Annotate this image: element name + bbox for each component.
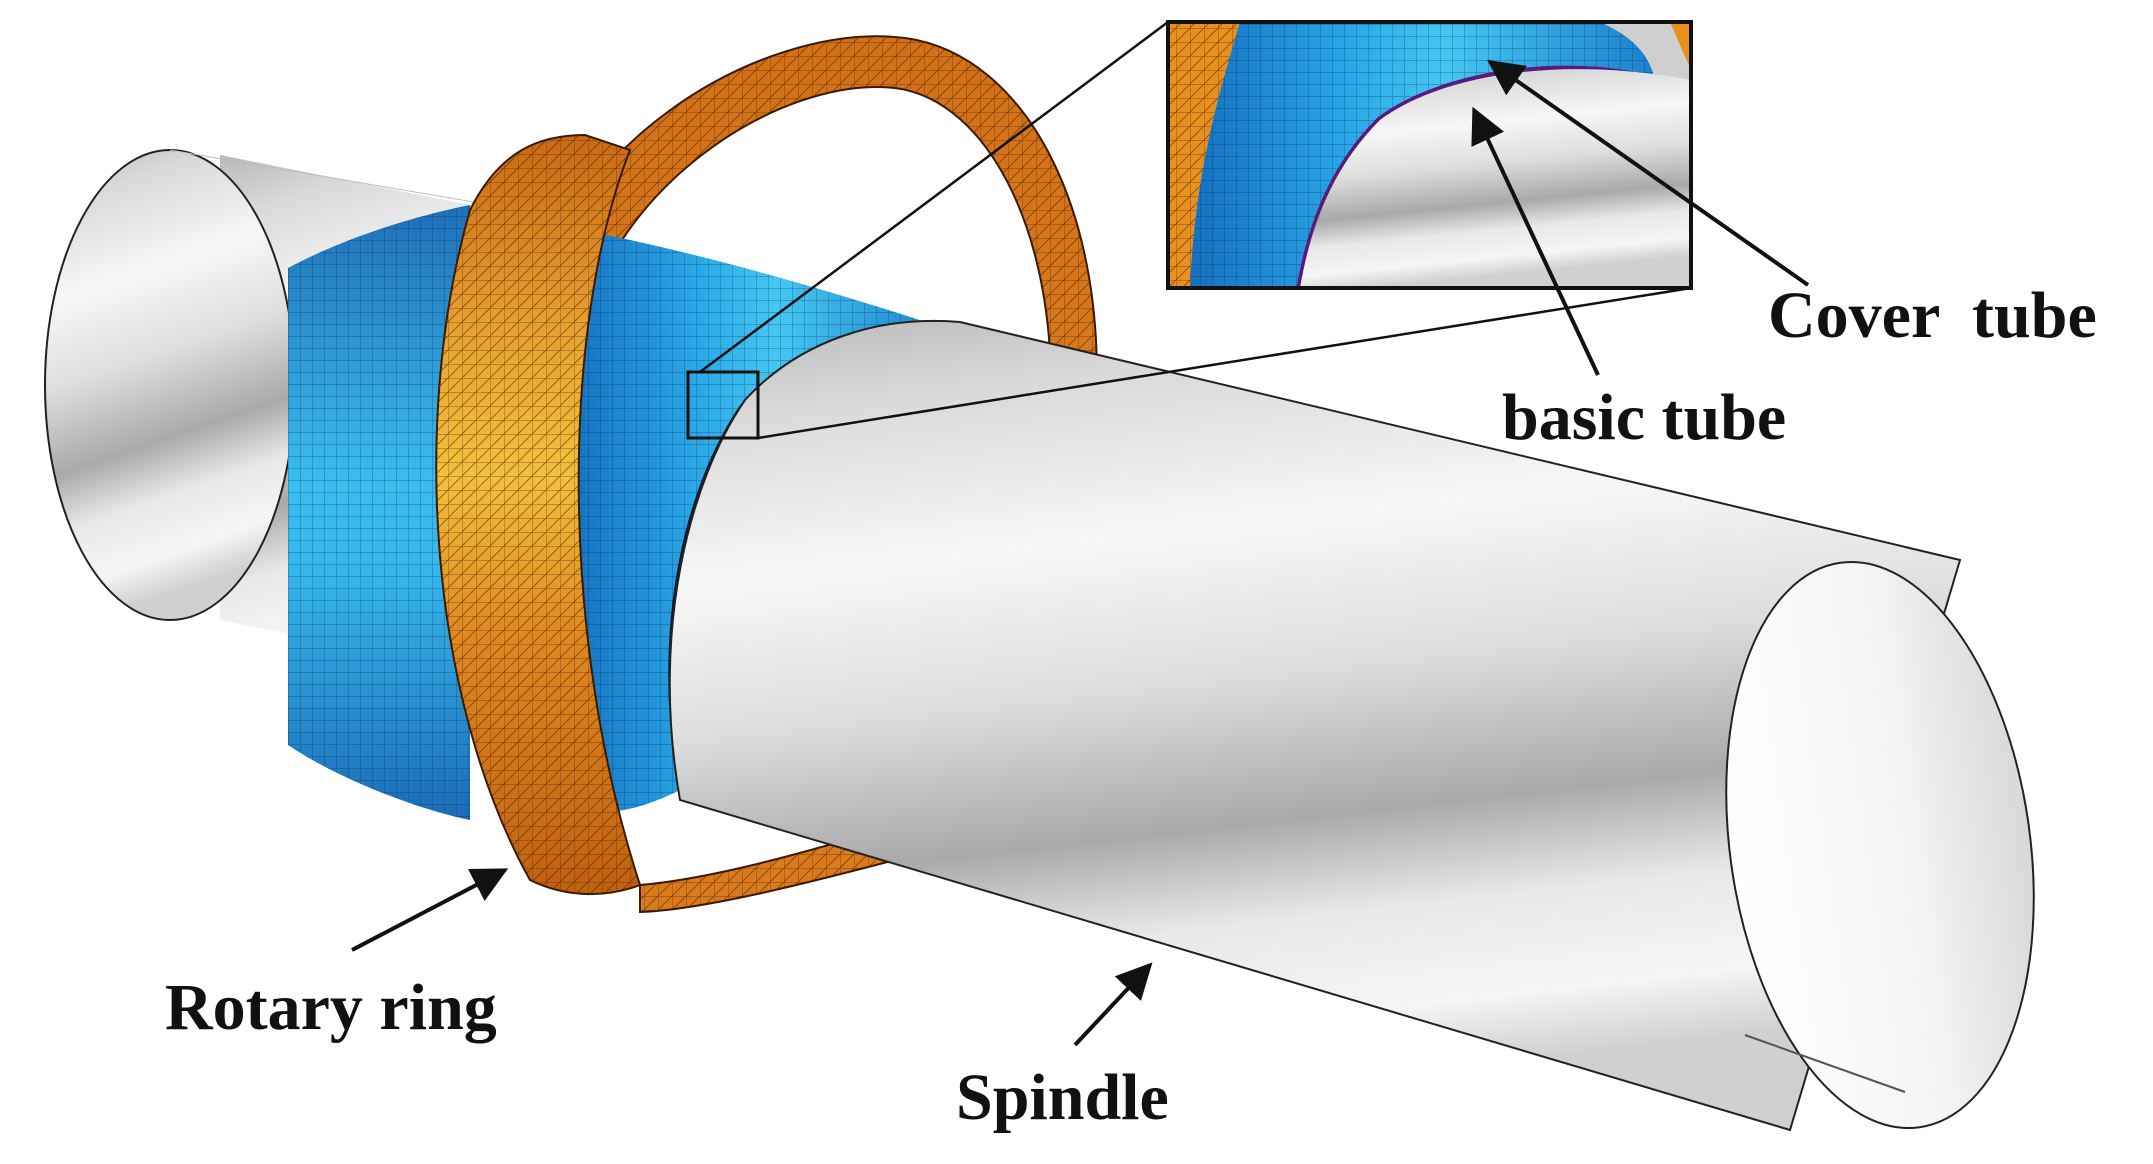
rotary-ring-arrow [351,868,509,952]
basic-tube-label: basic tube [1502,381,1787,454]
rotary-ring-front [435,133,897,914]
basic-tube-arrow [1471,106,1600,376]
cover-tube-label: Cover tube [1768,279,2097,352]
cover-tube-arrow [1487,59,1810,287]
spindle-arrow [1073,962,1153,1047]
spindle-label: Spindle [956,1061,1169,1134]
spindle-main [668,319,2035,1132]
zoom-inset [686,20,1693,440]
rotary-ring-label: Rotary ring [165,971,497,1044]
annotation-arrows [351,59,1810,1047]
